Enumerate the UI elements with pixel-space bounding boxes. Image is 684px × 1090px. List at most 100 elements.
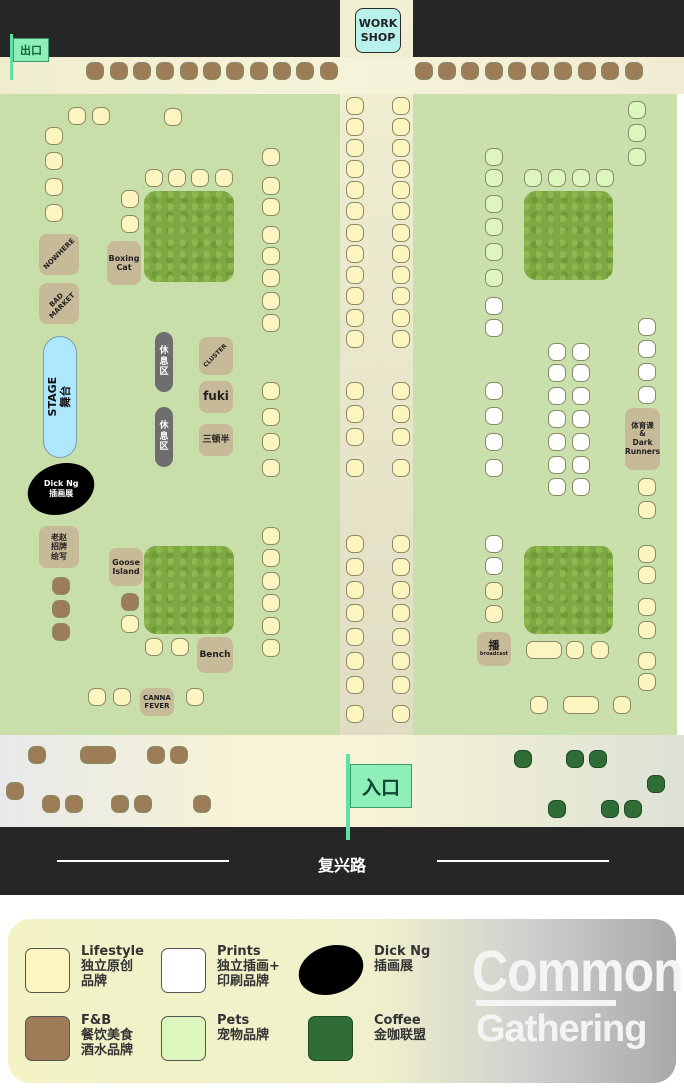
vendor-tiyuke[interactable]: 体育课 & Dark Runners — [625, 408, 660, 470]
vendor-laozhao[interactable]: 老赵 招牌 绘写 — [39, 526, 79, 568]
vendor-goose-island[interactable]: Goose Island — [109, 548, 143, 586]
lifestyle-booth[interactable] — [45, 152, 63, 170]
pets-booth[interactable] — [485, 169, 503, 187]
pets-booth[interactable] — [485, 195, 503, 213]
lifestyle-booth[interactable] — [346, 581, 364, 599]
pets-booth[interactable] — [485, 243, 503, 261]
fnb-booth[interactable] — [438, 62, 456, 80]
lifestyle-booth[interactable] — [346, 118, 364, 136]
pets-booth[interactable] — [572, 169, 590, 187]
lifestyle-booth[interactable] — [171, 638, 189, 656]
lifestyle-booth[interactable] — [121, 615, 139, 633]
vendor-sandunban[interactable]: 三顿半 — [199, 424, 233, 456]
lifestyle-booth[interactable] — [346, 97, 364, 115]
lifestyle-booth[interactable] — [262, 408, 280, 426]
vendor-canna-fever[interactable]: CANNA FEVER — [140, 688, 174, 716]
coffee-booth[interactable] — [566, 750, 584, 768]
lifestyle-booth[interactable] — [113, 688, 131, 706]
prints-booth[interactable] — [485, 459, 503, 477]
fnb-booth[interactable] — [554, 62, 572, 80]
lifestyle-booth[interactable] — [262, 382, 280, 400]
fnb-booth[interactable] — [42, 795, 60, 813]
lifestyle-booth[interactable] — [526, 641, 562, 659]
fnb-booth[interactable] — [531, 62, 549, 80]
vendor-bad-market[interactable]: BAD MARKET — [39, 283, 79, 324]
fnb-booth[interactable] — [415, 62, 433, 80]
lifestyle-booth[interactable] — [392, 330, 410, 348]
lifestyle-booth[interactable] — [392, 459, 410, 477]
lifestyle-booth[interactable] — [346, 705, 364, 723]
pets-booth[interactable] — [485, 269, 503, 287]
lifestyle-booth[interactable] — [262, 549, 280, 567]
prints-booth[interactable] — [485, 433, 503, 451]
lifestyle-booth[interactable] — [262, 617, 280, 635]
fnb-booth[interactable] — [273, 62, 291, 80]
vendor-broadcast[interactable]: 播 broadcast — [477, 632, 511, 666]
lifestyle-booth[interactable] — [346, 266, 364, 284]
lifestyle-booth[interactable] — [145, 169, 163, 187]
lifestyle-booth[interactable] — [262, 639, 280, 657]
lifestyle-booth[interactable] — [346, 160, 364, 178]
lifestyle-booth[interactable] — [566, 641, 584, 659]
fnb-booth[interactable] — [134, 795, 152, 813]
fnb-booth[interactable] — [52, 600, 70, 618]
lifestyle-booth[interactable] — [392, 405, 410, 423]
lifestyle-booth[interactable] — [262, 314, 280, 332]
lifestyle-booth[interactable] — [346, 224, 364, 242]
lifestyle-booth[interactable] — [638, 478, 656, 496]
fnb-booth[interactable] — [156, 62, 174, 80]
lifestyle-booth[interactable] — [262, 226, 280, 244]
prints-booth[interactable] — [572, 410, 590, 428]
pets-booth[interactable] — [485, 218, 503, 236]
lifestyle-booth[interactable] — [346, 330, 364, 348]
lifestyle-booth[interactable] — [392, 628, 410, 646]
fnb-booth[interactable] — [601, 62, 619, 80]
fnb-booth[interactable] — [52, 623, 70, 641]
lifestyle-booth[interactable] — [346, 405, 364, 423]
coffee-booth[interactable] — [589, 750, 607, 768]
lifestyle-booth[interactable] — [638, 621, 656, 639]
fnb-booth[interactable] — [28, 746, 46, 764]
lifestyle-booth[interactable] — [262, 148, 280, 166]
prints-booth[interactable] — [638, 386, 656, 404]
fnb-booth[interactable] — [320, 62, 338, 80]
fnb-booth[interactable] — [110, 62, 128, 80]
lifestyle-booth[interactable] — [346, 558, 364, 576]
lifestyle-booth[interactable] — [346, 459, 364, 477]
lifestyle-booth[interactable] — [485, 582, 503, 600]
fnb-booth[interactable] — [180, 62, 198, 80]
prints-booth[interactable] — [548, 456, 566, 474]
coffee-booth[interactable] — [548, 800, 566, 818]
lifestyle-booth[interactable] — [88, 688, 106, 706]
lifestyle-booth[interactable] — [392, 652, 410, 670]
lifestyle-booth[interactable] — [392, 535, 410, 553]
vendor-bench[interactable]: Bench — [197, 637, 233, 673]
lifestyle-booth[interactable] — [262, 527, 280, 545]
pets-booth[interactable] — [524, 169, 542, 187]
prints-booth[interactable] — [485, 407, 503, 425]
lifestyle-booth[interactable] — [121, 190, 139, 208]
lifestyle-booth[interactable] — [45, 127, 63, 145]
lifestyle-booth[interactable] — [485, 605, 503, 623]
lifestyle-booth[interactable] — [392, 118, 410, 136]
lifestyle-booth[interactable] — [638, 652, 656, 670]
fnb-booth[interactable] — [6, 782, 24, 800]
prints-booth[interactable] — [572, 387, 590, 405]
prints-booth[interactable] — [638, 340, 656, 358]
pets-booth[interactable] — [485, 148, 503, 166]
lifestyle-booth[interactable] — [168, 169, 186, 187]
prints-booth[interactable] — [485, 319, 503, 337]
lifestyle-booth[interactable] — [638, 673, 656, 691]
lifestyle-booth[interactable] — [262, 572, 280, 590]
lifestyle-booth[interactable] — [262, 198, 280, 216]
lifestyle-booth[interactable] — [563, 696, 599, 714]
prints-booth[interactable] — [485, 297, 503, 315]
fnb-booth[interactable] — [111, 795, 129, 813]
lifestyle-booth[interactable] — [262, 247, 280, 265]
lifestyle-booth[interactable] — [392, 287, 410, 305]
lifestyle-booth[interactable] — [191, 169, 209, 187]
fnb-booth[interactable] — [203, 62, 221, 80]
lifestyle-booth[interactable] — [346, 604, 364, 622]
lifestyle-booth[interactable] — [392, 705, 410, 723]
lifestyle-booth[interactable] — [215, 169, 233, 187]
